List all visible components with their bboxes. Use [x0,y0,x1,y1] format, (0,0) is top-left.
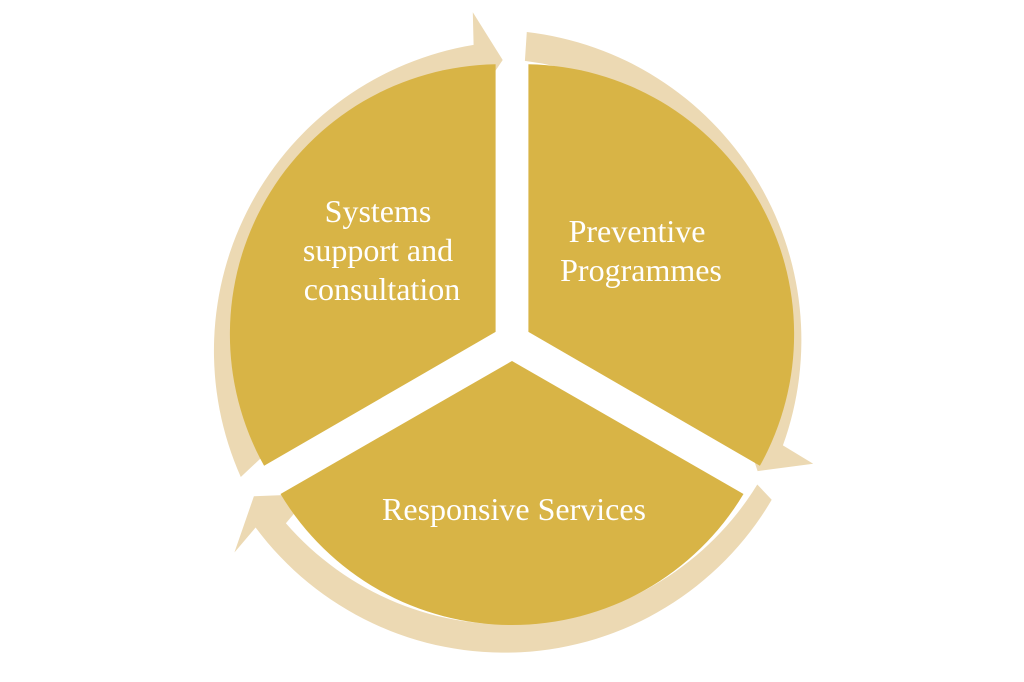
label-line: Systems [325,193,432,229]
segment-labels: Preventive Programmes Responsive Service… [303,193,722,527]
label-line: Programmes [560,252,722,288]
segment-preventive-programmes[interactable] [528,64,795,466]
label-systems-support-and-consultation: Systems support and consultation [303,193,461,307]
segment-responsive-services[interactable] [280,361,744,626]
cycle-segments [229,64,795,626]
cycle-arrow-2 [234,484,772,653]
label-preventive-programmes: Preventive Programmes [560,213,722,288]
label-line: consultation [304,271,460,307]
label-line: Preventive [569,213,706,249]
segment-systems-support-and-consultation[interactable] [229,64,496,466]
label-line: Responsive Services [382,491,646,527]
label-line: support and [303,232,453,268]
label-responsive-services: Responsive Services [382,491,646,527]
